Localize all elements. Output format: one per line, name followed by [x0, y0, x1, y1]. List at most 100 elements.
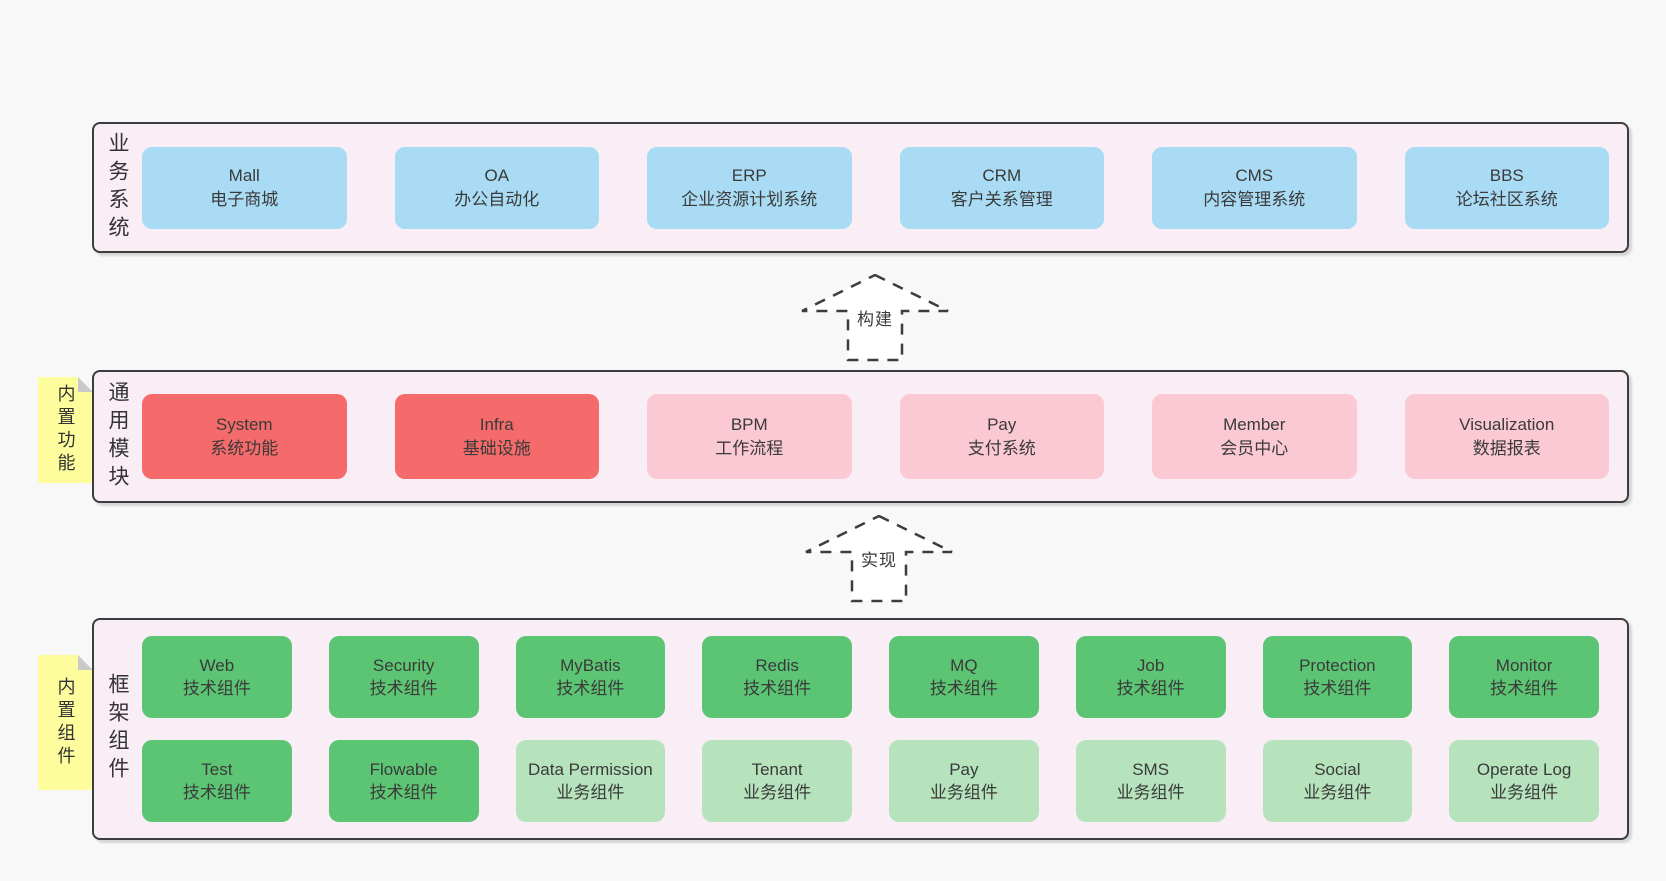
framework-components-rows: Web 技术组件 Security 技术组件 MyBatis 技术组件 Redi…	[142, 636, 1599, 822]
arrow-implement-label: 实现	[857, 545, 901, 572]
business-systems-label: 业务系统	[106, 131, 129, 244]
box-security: Security 技术组件	[328, 636, 479, 718]
box-desc: 客户关系管理	[950, 189, 1053, 209]
box-data-permission: Data Permission 业务组件	[515, 740, 666, 822]
box-crm: CRM 客户关系管理	[899, 146, 1104, 229]
framework-components-row-1: Web 技术组件 Security 技术组件 MyBatis 技术组件 Redi…	[142, 636, 1599, 718]
box-name: ERP	[731, 166, 767, 186]
box-desc: 论坛社区系统	[1455, 189, 1558, 209]
box-cms: CMS 内容管理系统	[1152, 146, 1357, 229]
box-desc: 会员中心	[1220, 438, 1289, 458]
box-desc: 业务组件	[556, 783, 625, 802]
box-desc: 办公自动化	[454, 189, 540, 209]
business-systems-row: Mall 电子商城 OA 办公自动化 ERP 企业资源计划系统 CRM 客户关系…	[142, 146, 1609, 229]
box-mybatis: MyBatis 技术组件	[515, 636, 666, 718]
box-redis: Redis 技术组件	[702, 636, 852, 718]
box-name: Visualization	[1459, 415, 1555, 435]
box-name: Job	[1136, 655, 1165, 675]
box-name: Security	[372, 655, 435, 675]
box-desc: 业务组件	[1490, 783, 1559, 802]
box-name: Tenant	[751, 759, 803, 779]
framework-components-row-2: Test 技术组件 Flowable 技术组件 Data Permission …	[142, 740, 1599, 822]
box-web: Web 技术组件	[142, 636, 292, 718]
box-mq: MQ 技术组件	[889, 636, 1039, 718]
box-name: CRM	[982, 166, 1022, 186]
box-sms: SMS 业务组件	[1075, 740, 1226, 822]
folded-corner-icon	[78, 655, 93, 670]
box-protection: Protection 技术组件	[1262, 636, 1413, 718]
arrow-build-label: 构建	[853, 304, 897, 331]
box-oa: OA 办公自动化	[394, 146, 599, 229]
box-monitor: Monitor 技术组件	[1449, 636, 1599, 718]
box-desc: 业务组件	[1303, 783, 1372, 802]
box-mall: Mall 电子商城	[142, 146, 347, 229]
box-desc: 支付系统	[967, 438, 1036, 458]
box-name: Protection	[1299, 655, 1376, 675]
sticky-note-label: 内置功能	[55, 384, 76, 476]
box-member: Member 会员中心	[1152, 394, 1357, 479]
box-name: Pay	[949, 759, 979, 779]
box-visualization: Visualization 数据报表	[1404, 394, 1609, 479]
box-desc: 电子商城	[210, 189, 279, 209]
box-name: Test	[201, 759, 233, 779]
box-desc: 业务组件	[1116, 783, 1185, 802]
box-tenant: Tenant 业务组件	[702, 740, 852, 822]
box-system: System 系统功能	[142, 394, 347, 479]
sticky-note-label: 内置组件	[55, 676, 76, 769]
box-desc: 技术组件	[369, 783, 438, 802]
box-desc: 技术组件	[1116, 679, 1185, 698]
business-systems-container: 业务系统 Mall 电子商城 OA 办公自动化 ERP 企业资源计划系统 CRM…	[92, 122, 1629, 253]
box-name: Flowable	[369, 759, 438, 779]
box-pay-module: Pay 支付系统	[899, 394, 1104, 479]
box-name: BBS	[1489, 166, 1524, 186]
box-name: Data Permission	[528, 759, 653, 779]
box-desc: 业务组件	[929, 783, 998, 802]
box-name: MyBatis	[560, 655, 621, 675]
framework-components-label: 框架组件	[106, 673, 129, 785]
box-name: Member	[1223, 415, 1286, 435]
framework-components-container: 框架组件 Web 技术组件 Security 技术组件 MyBatis 技术组件…	[92, 618, 1629, 840]
box-pay-component: Pay 业务组件	[889, 740, 1039, 822]
box-desc: 技术组件	[369, 679, 438, 698]
box-desc: 业务组件	[743, 783, 812, 802]
box-desc: 技术组件	[1303, 679, 1372, 698]
box-name: System	[215, 415, 273, 435]
sticky-note-builtin-components: 内置组件	[38, 655, 93, 790]
arrow-build-up: 构建	[800, 274, 950, 362]
box-job: Job 技术组件	[1075, 636, 1226, 718]
box-name: CMS	[1235, 166, 1274, 186]
box-bpm: BPM 工作流程	[647, 394, 852, 479]
arrow-implement-up: 实现	[804, 515, 954, 603]
box-desc: 内容管理系统	[1203, 189, 1306, 209]
common-modules-container: 通用模块 System 系统功能 Infra 基础设施 BPM 工作流程 Pay…	[92, 370, 1629, 503]
box-name: Social	[1314, 759, 1361, 779]
box-desc: 技术组件	[182, 783, 251, 802]
box-operate-log: Operate Log 业务组件	[1449, 740, 1599, 822]
box-desc: 工作流程	[715, 438, 784, 458]
box-flowable: Flowable 技术组件	[328, 740, 479, 822]
sticky-note-builtin-functions: 内置功能	[38, 377, 93, 483]
box-test: Test 技术组件	[142, 740, 292, 822]
box-desc: 基础设施	[462, 438, 531, 458]
box-name: SMS	[1132, 759, 1170, 779]
common-modules-row: System 系统功能 Infra 基础设施 BPM 工作流程 Pay 支付系统…	[142, 394, 1609, 479]
box-desc: 企业资源计划系统	[681, 189, 818, 209]
box-desc: 技术组件	[556, 679, 625, 698]
box-infra: Infra 基础设施	[394, 394, 599, 479]
box-social: Social 业务组件	[1262, 740, 1413, 822]
box-erp: ERP 企业资源计划系统	[647, 146, 852, 229]
box-name: Infra	[479, 415, 514, 435]
box-desc: 技术组件	[182, 679, 251, 698]
box-desc: 技术组件	[743, 679, 812, 698]
box-bbs: BBS 论坛社区系统	[1404, 146, 1609, 229]
box-desc: 技术组件	[929, 679, 998, 698]
box-name: Pay	[987, 415, 1017, 435]
box-name: Web	[199, 655, 235, 675]
box-name: MQ	[950, 655, 978, 675]
box-desc: 数据报表	[1472, 438, 1541, 458]
common-modules-label: 通用模块	[106, 380, 129, 493]
box-name: OA	[484, 166, 510, 186]
box-name: Monitor	[1495, 655, 1553, 675]
box-name: Redis	[755, 655, 799, 675]
box-name: Operate Log	[1476, 759, 1572, 779]
